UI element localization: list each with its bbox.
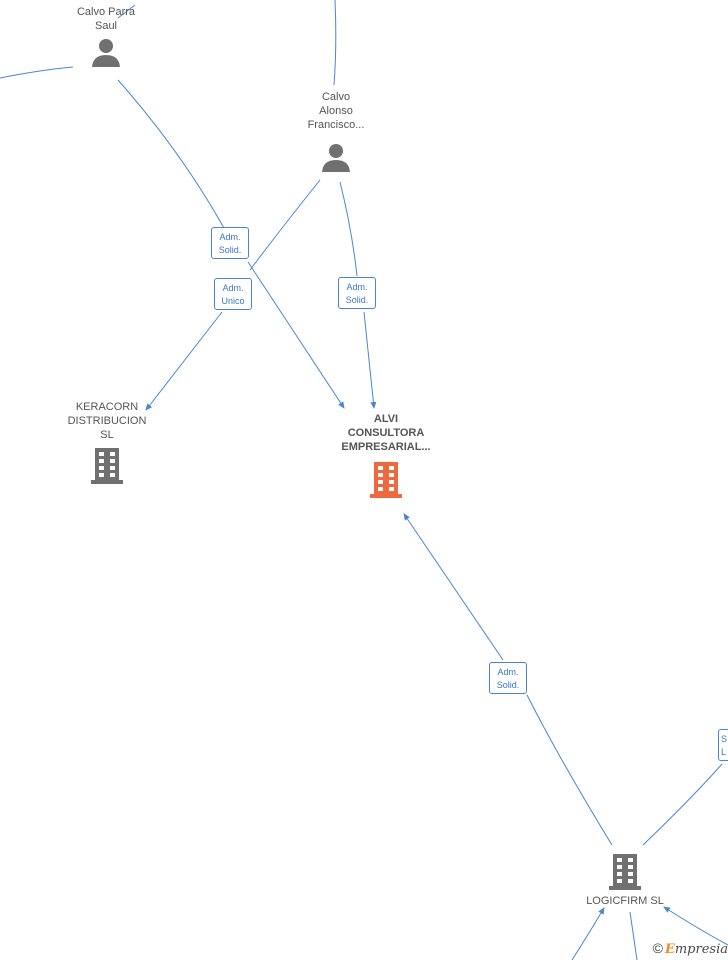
- building-icon: [609, 854, 641, 890]
- building-icon: [370, 462, 402, 498]
- person-icon: [322, 144, 350, 172]
- relation-label: Adm.: [346, 282, 368, 292]
- relation-label: Solid.: [345, 295, 369, 305]
- node-label: DISTRIBUCION: [67, 415, 147, 427]
- node-label: Calvo Parra: [76, 6, 136, 18]
- edge-francisco-keracorn: [146, 179, 321, 410]
- edge-offscreen-top-saul: [117, 4, 136, 19]
- relation-badge-francisco-keracorn[interactable]: Adm. Unico: [214, 278, 252, 310]
- copyright-symbol: ©: [652, 940, 663, 956]
- relation-label: Adm.: [497, 667, 519, 677]
- node-label: ALVI: [373, 413, 399, 425]
- relation-label: L: [721, 747, 727, 757]
- relation-label: Unico: [221, 296, 245, 306]
- node-label: KERACORN: [75, 401, 139, 413]
- edge-bottom-logicfirm: [571, 907, 605, 960]
- relation-badge-francisco-alvi[interactable]: Adm. Solid.: [338, 277, 376, 309]
- brand-logo: Empresia: [664, 942, 728, 957]
- node-alvi-consultora[interactable]: ALVI CONSULTORA EMPRESARIAL...: [326, 412, 446, 498]
- edge-right-logicfirm: [663, 906, 728, 946]
- building-icon: [91, 448, 123, 484]
- relation-label: Adm.: [222, 283, 244, 293]
- node-calvo-parra-saul[interactable]: Calvo Parra Saul: [52, 5, 160, 67]
- node-label: Calvo: [321, 91, 351, 103]
- edge-logicfirm-alvi: [404, 514, 613, 846]
- node-label: Alonso: [319, 105, 353, 117]
- relation-badge-right-partial[interactable]: S L: [718, 729, 728, 761]
- edge-logicfirm-bottom: [629, 911, 638, 960]
- node-label: CONSULTORA: [347, 427, 425, 439]
- node-label: LOGICFIRM SL: [586, 895, 664, 907]
- edge-offscreen-left-saul: [0, 66, 74, 79]
- node-label: Francisco...: [307, 119, 365, 131]
- node-label: Saul: [94, 20, 118, 32]
- relation-label: S: [721, 734, 728, 744]
- relation-label: Adm.: [219, 232, 241, 242]
- node-logicfirm[interactable]: LOGICFIRM SL: [570, 854, 680, 908]
- relation-label: Solid.: [496, 680, 520, 690]
- node-keracorn-distribucion[interactable]: KERACORN DISTRIBUCION SL: [52, 400, 162, 484]
- edge-saul-alvi: [117, 79, 344, 408]
- edge-logicfirm-right: [642, 763, 723, 846]
- relation-badge-saul-alvi[interactable]: Adm. Solid.: [211, 227, 249, 259]
- node-label: SL: [100, 429, 114, 441]
- node-calvo-alonso-francisco[interactable]: Calvo Alonso Francisco...: [282, 90, 390, 172]
- node-label: EMPRESARIAL...: [341, 441, 431, 453]
- person-icon: [92, 39, 120, 67]
- edge-francisco-alvi: [339, 181, 374, 408]
- relation-badge-logicfirm-alvi[interactable]: Adm. Solid.: [489, 662, 527, 694]
- empresia-watermark: ©Empresia: [653, 940, 728, 957]
- relation-label: Solid.: [218, 245, 242, 255]
- edge-offscreen-top-francisco: [333, 0, 337, 86]
